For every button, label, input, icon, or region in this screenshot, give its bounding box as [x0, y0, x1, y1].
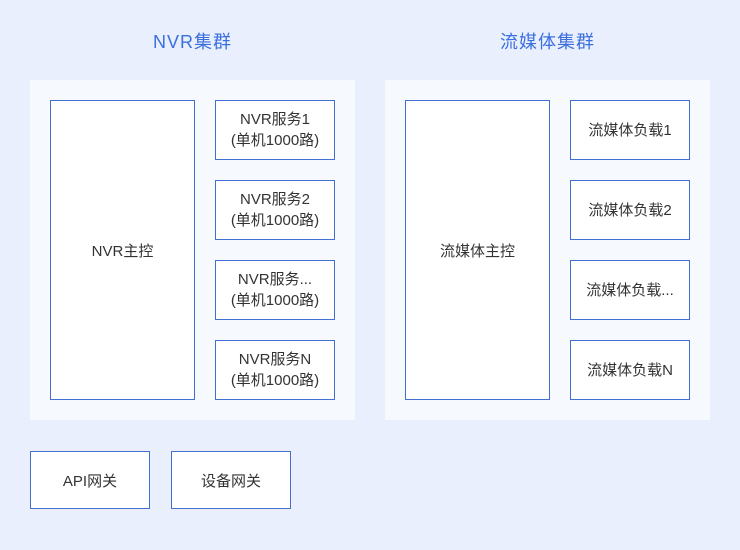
- nvr-service-1-label: NVR服务1: [239, 111, 310, 128]
- media-master-label: 流媒体主控: [439, 242, 515, 260]
- device-gateway-label: 设备网关: [200, 472, 261, 490]
- nvr-cluster-panel: NVR主控 NVR服务1 (单机1000路) NVR服务2 (单机1000路) …: [30, 80, 355, 420]
- media-load-box-n: 流媒体负载N: [570, 340, 690, 400]
- nvr-service-2-label: NVR服务2: [239, 191, 310, 208]
- nvr-service-n-label: NVR服务N: [238, 351, 312, 368]
- media-load-2-label: 流媒体负载2: [588, 201, 672, 219]
- nvr-service-box-n: NVR服务N (单机1000路): [215, 340, 335, 400]
- nvr-service-2-capacity: (单机1000路): [230, 212, 320, 229]
- media-load-n-label: 流媒体负载N: [587, 361, 673, 379]
- nvr-service-box-1: NVR服务1 (单机1000路): [215, 100, 335, 160]
- media-load-box-2: 流媒体负载2: [570, 180, 690, 240]
- nvr-service-1-capacity: (单机1000路): [230, 132, 320, 149]
- nvr-service-n-capacity: (单机1000路): [230, 372, 320, 389]
- nvr-service-box-ellipsis: NVR服务... (单机1000路): [215, 260, 335, 320]
- nvr-service-ellipsis-capacity: (单机1000路): [230, 292, 320, 309]
- media-master-box: 流媒体主控: [405, 100, 550, 400]
- api-gateway-box: API网关: [30, 451, 150, 509]
- media-load-ellipsis-label: 流媒体负载...: [586, 281, 674, 299]
- device-gateway-box: 设备网关: [171, 451, 291, 509]
- nvr-service-ellipsis-label: NVR服务...: [237, 271, 313, 288]
- media-load-1-label: 流媒体负载1: [588, 121, 672, 139]
- media-load-box-ellipsis: 流媒体负载...: [570, 260, 690, 320]
- nvr-service-box-2: NVR服务2 (单机1000路): [215, 180, 335, 240]
- api-gateway-label: API网关: [62, 472, 118, 490]
- media-cluster-panel: 流媒体主控 流媒体负载1 流媒体负载2 流媒体负载... 流媒体负载N: [385, 80, 710, 420]
- nvr-master-box: NVR主控: [50, 100, 195, 400]
- media-cluster-title: 流媒体集群: [500, 32, 595, 52]
- media-load-box-1: 流媒体负载1: [570, 100, 690, 160]
- nvr-cluster-title: NVR集群: [152, 32, 232, 52]
- nvr-master-label: NVR主控: [91, 242, 154, 260]
